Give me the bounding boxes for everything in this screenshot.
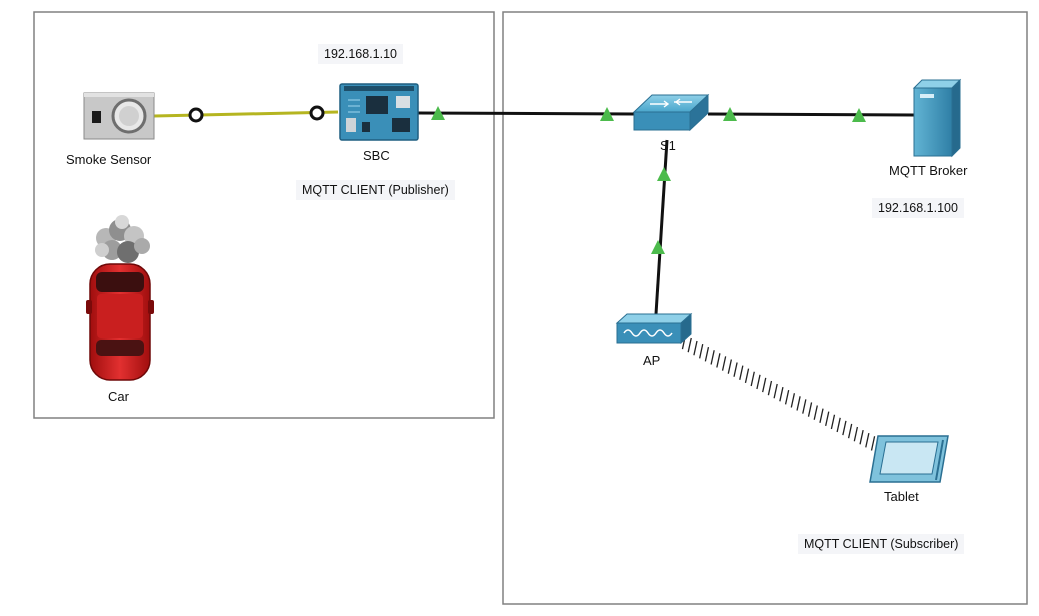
wireless-hatch [842,420,847,436]
wireless-hatch [739,365,744,380]
wireless-hatch [699,343,704,359]
wireless-hatch [756,374,761,390]
server-icon[interactable] [912,78,962,158]
link-up-indicator [852,108,866,122]
wireless-hatch [716,353,721,368]
wireless-hatch [773,383,778,399]
switch-icon[interactable] [632,93,710,132]
device-label-switch: S1 [660,138,676,153]
wireless-hatch [790,393,796,408]
link-up-indicator [723,107,737,121]
wireless-hatch [802,399,807,414]
wireless-hatch [704,347,710,362]
wireless-hatch [784,390,790,405]
smoke-cloud-icon [95,215,150,263]
device-label-smoke-sensor: Smoke Sensor [66,152,152,167]
wireless-hatch [813,405,818,420]
device-label-sbc: SBC [363,148,390,163]
wireless-hatch [819,408,824,423]
wireless-hatch [870,436,876,451]
wireless-hatch [744,368,750,384]
wireless-hatch [733,362,738,377]
device-label-tablet: Tablet [884,489,919,504]
link-endpoint-sensor [188,107,204,123]
wireless-hatch [836,417,841,433]
wireless-hatch [807,402,813,417]
access-point-icon[interactable] [615,312,693,345]
iot-link-sensor-sbc[interactable] [153,110,339,118]
smoke-sensor-icon[interactable] [83,92,155,140]
wireless-hatch [830,414,836,430]
ethernet-link-switch-ap[interactable] [654,139,669,315]
wireless-hatch [796,396,801,411]
car-icon[interactable] [86,263,154,381]
wireless-hatch [865,433,870,448]
wireless-hatch [825,411,830,427]
wireless-hatch [859,429,864,445]
wireless-hatch [853,426,859,442]
link-up-indicator [657,167,671,181]
link-up-indicator [651,240,665,254]
link-up-indicator [600,107,614,121]
wireless-link-ap-tablet[interactable] [681,334,876,451]
tablet-icon[interactable] [869,435,949,483]
wireless-hatch [721,356,727,371]
ethernet-link-switch-broker[interactable] [707,112,915,117]
ethernet-link-sbc-switch[interactable] [417,111,635,116]
wireless-hatch [767,380,773,396]
wireless-hatch [750,371,755,387]
sbc-icon[interactable] [339,83,419,141]
tablet-role-note: MQTT CLIENT (Subscriber) [798,534,965,554]
wireless-hatch [762,377,767,393]
sbc-ip-address: 192.168.1.10 [318,44,403,64]
device-label-broker: MQTT Broker [889,163,968,178]
wireless-hatch [687,337,692,353]
wireless-hatch [693,340,698,356]
device-label-ap: AP [643,353,661,368]
wireless-hatch [710,350,715,365]
sbc-role-note: MQTT CLIENT (Publisher) [296,180,455,200]
wireless-hatch [727,359,733,374]
right-area-frame [502,11,1028,605]
broker-ip-address: 192.168.1.100 [872,198,964,218]
wireless-hatch [847,423,853,439]
device-label-car: Car [108,389,129,404]
link-up-indicator [431,106,445,120]
left-area-frame [33,11,495,419]
wireless-hatch [779,386,784,402]
link-endpoint-sbc [309,105,325,121]
